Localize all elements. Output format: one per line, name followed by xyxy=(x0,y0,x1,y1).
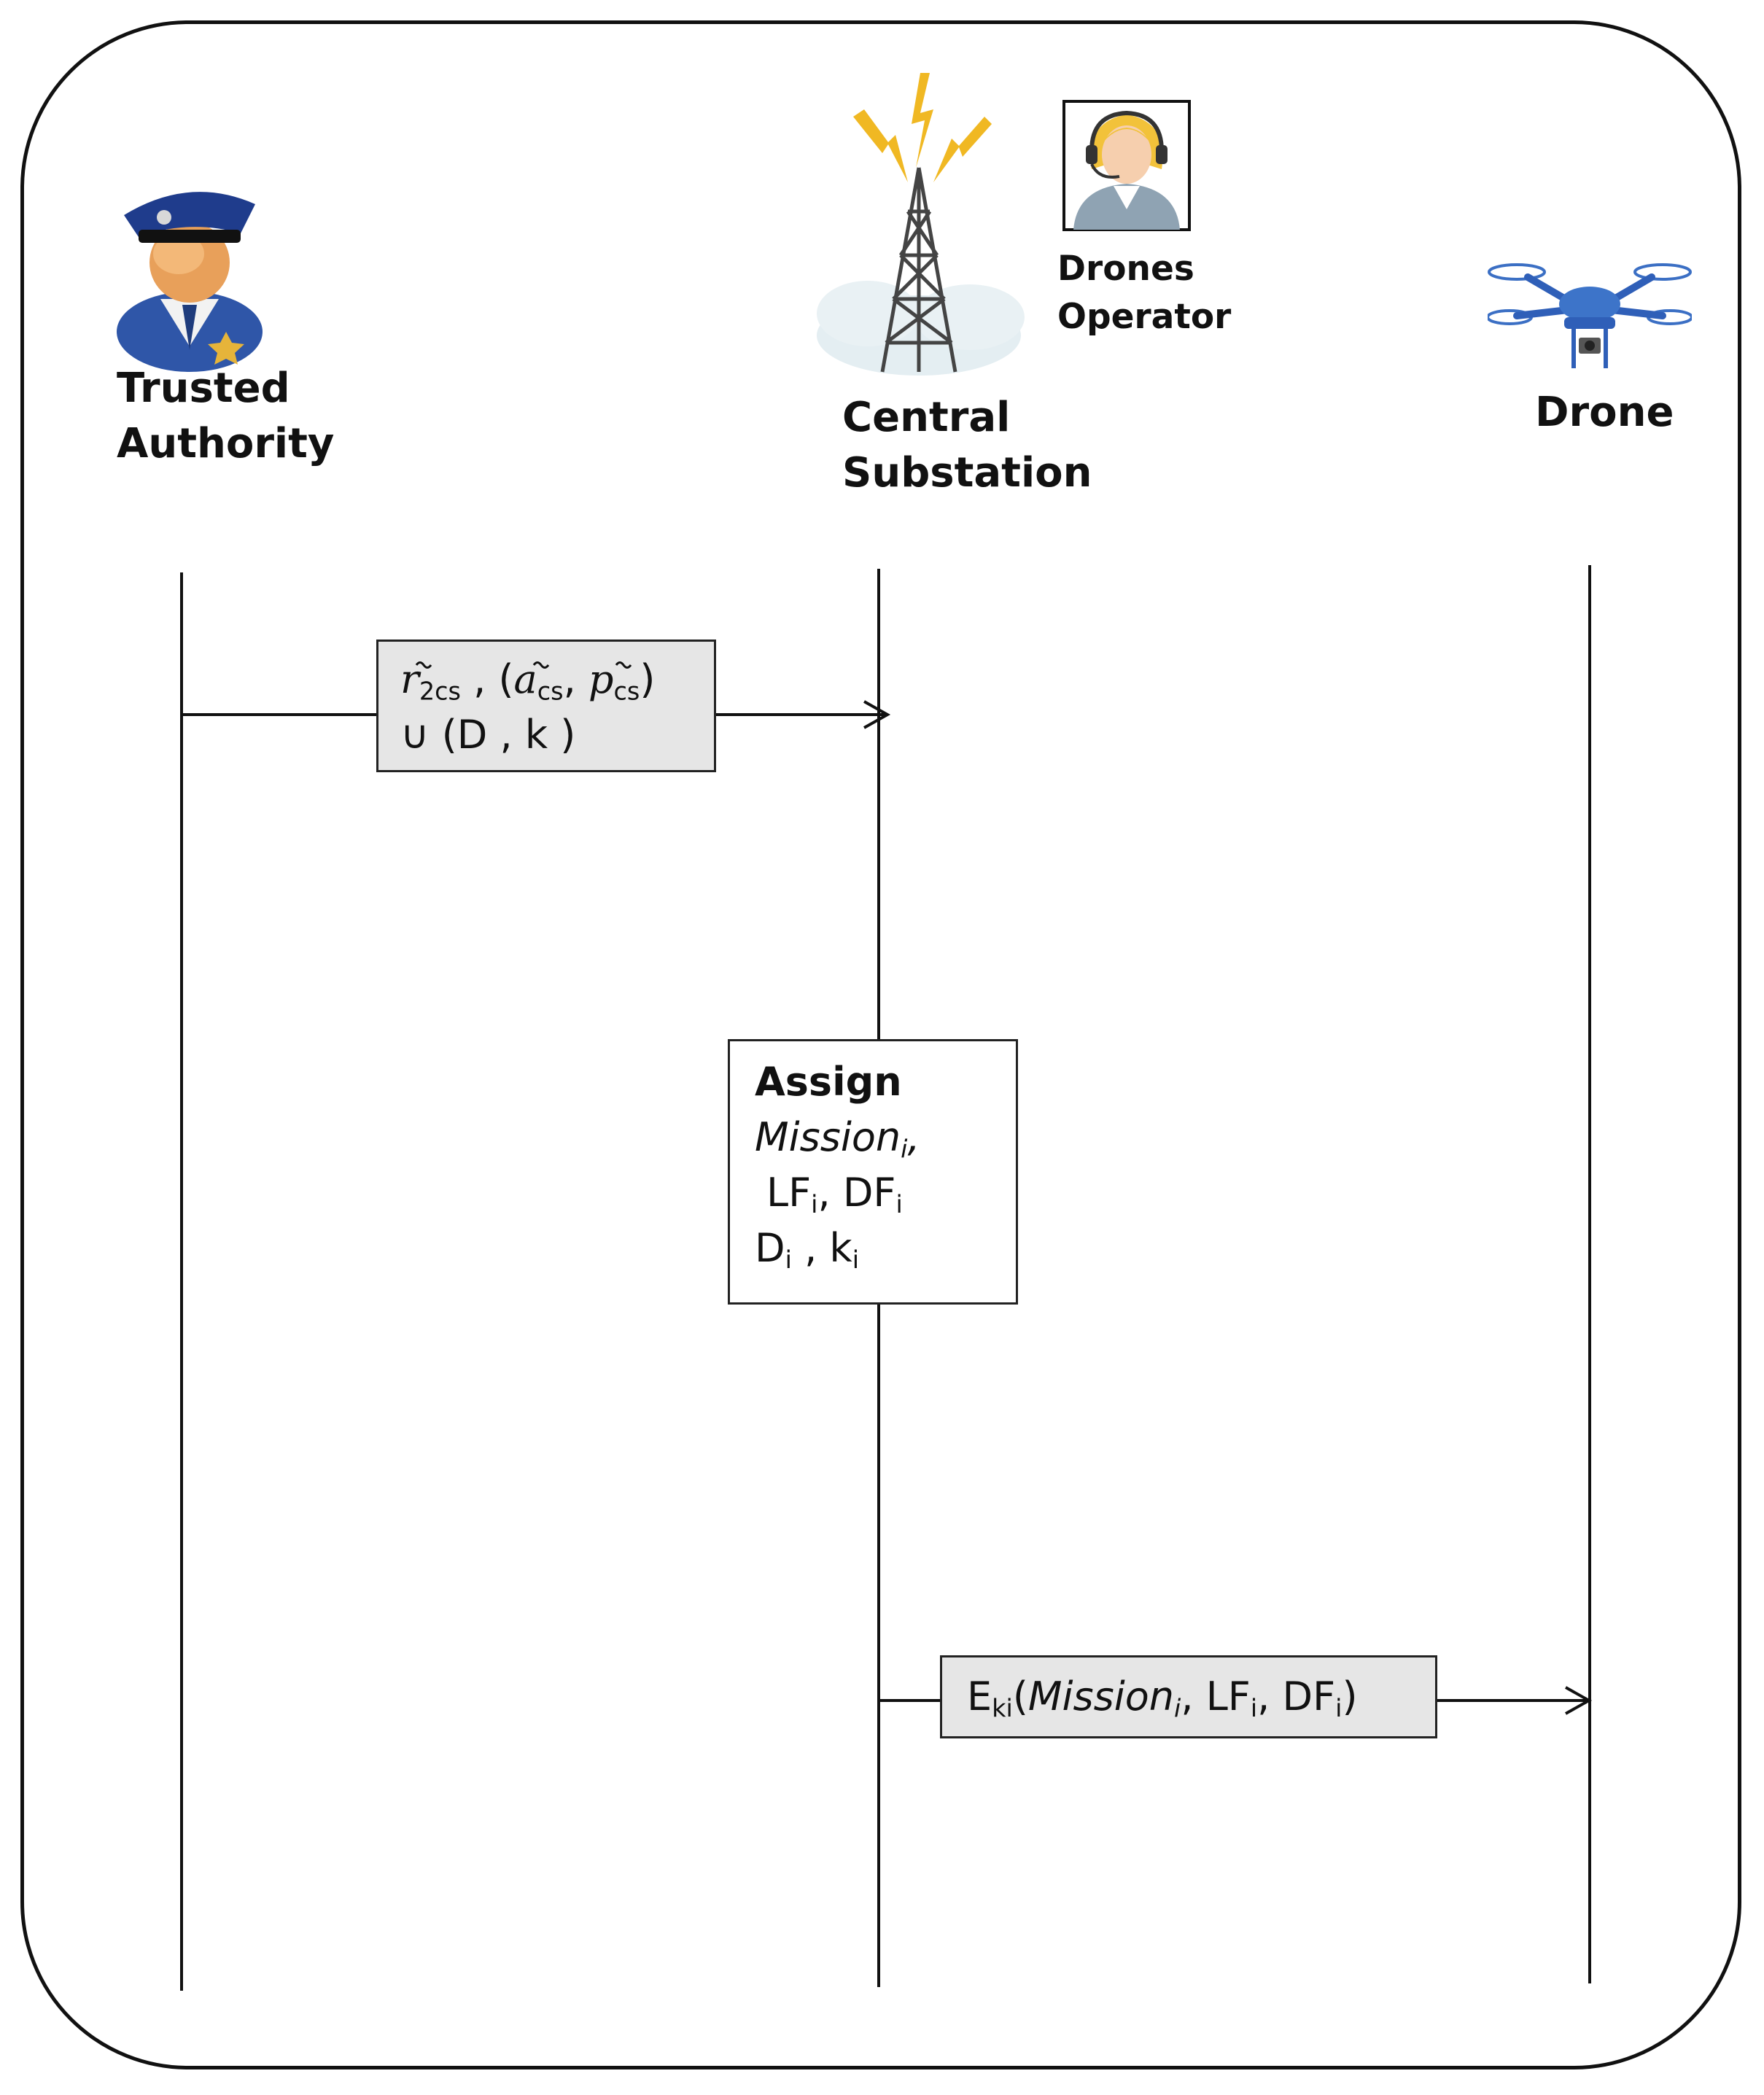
process-box-assign: Assign Missioni, LFi, DFi Di , ki xyxy=(728,1039,1018,1305)
message-line-union: ∪ (D , k ) xyxy=(400,712,576,758)
process-line-lf-df: LFi, DFi xyxy=(766,1170,903,1219)
message-line-keys: r2cs , (acs, pcs) xyxy=(400,656,656,706)
process-title: Assign xyxy=(755,1059,902,1105)
actor-label-central-substation: Central Substation xyxy=(842,394,1092,497)
quadcopter-drone-icon xyxy=(1488,263,1692,368)
arrowhead-cs-to-drone xyxy=(1565,1686,1593,1715)
process-line-mission: Missioni, xyxy=(755,1114,920,1164)
actor-label-drone: Drone xyxy=(1535,389,1674,436)
message-box-ta-to-cs: r2cs , (acs, pcs) ∪ (D , k ) xyxy=(376,640,716,772)
message-box-cs-to-drone: Eki(Missioni, LFi, DFi) xyxy=(940,1655,1437,1738)
tilde-marks xyxy=(415,661,632,669)
process-line-d-k: Di , ki xyxy=(755,1225,859,1275)
actor-label-drones-operator: Drones Operator xyxy=(1057,249,1232,337)
operator-headset-icon xyxy=(1062,100,1191,231)
police-officer-icon xyxy=(117,192,263,372)
radio-tower-icon xyxy=(817,73,1025,376)
diagram-frame xyxy=(20,20,1741,2069)
arrowhead-ta-to-cs xyxy=(863,700,891,729)
actor-label-trusted-authority: Trusted Authority xyxy=(117,365,335,467)
